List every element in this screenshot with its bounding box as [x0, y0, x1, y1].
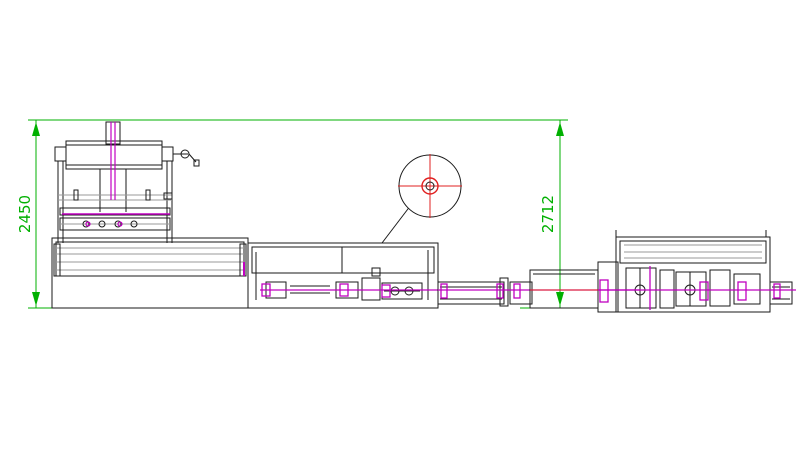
dimension-arrows	[32, 122, 564, 306]
detail-callout	[381, 154, 462, 244]
roll-left-cap	[54, 146, 67, 162]
left-top-arrow	[32, 122, 40, 136]
conveyor-housing	[247, 242, 439, 309]
link-conveyors	[437, 277, 533, 307]
left-unit-accents	[62, 122, 245, 276]
right-machine-unit	[529, 230, 793, 313]
link-conveyor-1	[437, 281, 505, 305]
dimension-lines	[28, 119, 568, 309]
sealing-cabinet	[615, 236, 771, 313]
left-machine-unit	[51, 121, 249, 309]
sealer-block	[675, 271, 707, 307]
cutter-block	[625, 267, 657, 309]
link-conveyor-2	[509, 281, 533, 305]
shaft-detail	[421, 177, 439, 195]
output-conveyor	[769, 281, 793, 305]
right-top-arrow	[556, 122, 564, 136]
link-accents	[438, 283, 640, 299]
left-bottom-arrow	[32, 292, 40, 306]
right-height-label: 2712	[539, 195, 557, 233]
middle-conveyor-unit	[247, 242, 439, 309]
right-bottom-arrow	[556, 292, 564, 306]
roll-holder	[105, 121, 121, 145]
roll-right-cap	[161, 146, 174, 162]
right-unit-accents	[598, 266, 796, 310]
left-height-label: 2450	[16, 195, 34, 233]
middle-unit-accents	[260, 283, 438, 298]
guide-bar	[59, 207, 171, 216]
feed-box	[529, 269, 599, 309]
